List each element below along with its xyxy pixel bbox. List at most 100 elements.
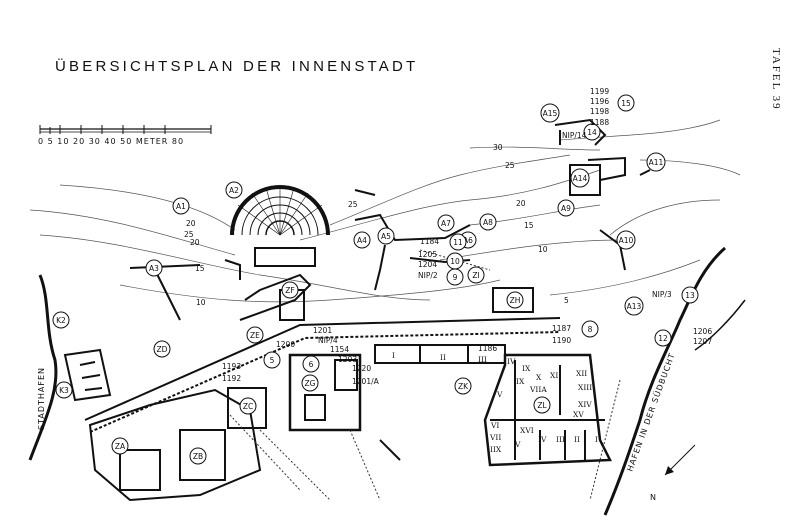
circle-label-a15: A15 (543, 109, 558, 118)
circle-marker-zk (454, 377, 472, 395)
circle-marker-a4 (353, 231, 371, 249)
svg-text:II: II (574, 435, 580, 444)
svg-text:1220: 1220 (352, 364, 371, 373)
circle-label-zh: ZH (510, 296, 521, 305)
svg-text:5: 5 (564, 296, 569, 305)
circle-label-a9: A9 (561, 204, 571, 213)
circle-label-13: 13 (685, 291, 695, 300)
circle-label-6: 6 (309, 360, 314, 369)
svg-text:IV: IV (507, 357, 516, 366)
circle-label-5: 5 (270, 356, 275, 365)
svg-text:25: 25 (184, 230, 194, 239)
circle-label-zg: ZG (305, 379, 316, 388)
svg-text:1199: 1199 (590, 87, 609, 96)
circle-marker-zi (467, 266, 485, 284)
circle-label-a11: A11 (649, 158, 664, 167)
room-numerals: I II III IV V VI VII IIX IX X XI XII XII… (392, 351, 598, 454)
svg-text:III: III (556, 435, 565, 444)
svg-text:NIP/14: NIP/14 (562, 131, 587, 140)
svg-text:V: V (514, 440, 521, 449)
svg-text:1188: 1188 (590, 118, 609, 127)
circle-label-zc: ZC (243, 402, 253, 411)
svg-text:1187: 1187 (552, 324, 571, 333)
svg-text:1186: 1186 (478, 344, 497, 353)
svg-text:X: X (536, 373, 542, 382)
circle-label-za: ZA (115, 442, 126, 451)
circle-marker-8 (581, 320, 599, 338)
svg-text:II: II (440, 353, 446, 362)
svg-text:III: III (478, 355, 487, 364)
circle-label-k2: K2 (56, 316, 66, 325)
svg-text:IIX: IIX (490, 445, 502, 454)
label-hafen-suedbucht: HAFEN IN DER SÜDBUCHT (624, 351, 676, 473)
circle-label-k3: K3 (59, 386, 69, 395)
svg-text:20: 20 (516, 199, 526, 208)
circle-label-a10: A10 (619, 236, 634, 245)
circle-marker-k3 (55, 381, 73, 399)
svg-text:NIP/4: NIP/4 (318, 336, 338, 345)
circle-marker-a2 (225, 181, 243, 199)
circle-label-a7: A7 (441, 219, 451, 228)
map-title: ÜBERSICHTSPLAN DER INNENSTADT (55, 58, 419, 75)
svg-text:1201/A: 1201/A (352, 377, 380, 386)
circle-label-14: 14 (587, 128, 597, 137)
contour-lines (29, 119, 741, 303)
svg-text:15: 15 (524, 221, 534, 230)
circle-label-zk: ZK (458, 382, 469, 391)
circle-marker-a8 (479, 213, 497, 231)
circle-marker-a3 (145, 259, 163, 277)
circle-marker-11 (449, 233, 467, 251)
circle-label-a2: A2 (229, 186, 239, 195)
circle-marker-a5 (377, 227, 395, 245)
circle-label-a4: A4 (357, 236, 367, 245)
svg-text:I: I (595, 435, 598, 444)
building-blocks (63, 118, 651, 502)
scale-bar: 0 5 10 20 30 40 50 METER 80 (38, 123, 213, 149)
svg-text:IX: IX (516, 377, 525, 386)
circle-marker-12 (654, 329, 672, 347)
circle-marker-zh (506, 291, 524, 309)
svg-text:XVI: XVI (520, 426, 534, 435)
svg-text:1192: 1192 (222, 374, 241, 383)
svg-text:IV: IV (538, 435, 547, 444)
circle-label-a1: A1 (176, 202, 186, 211)
circle-label-a6: A6 (463, 236, 473, 245)
circle-marker-14 (583, 123, 601, 141)
circle-label-a13: A13 (627, 302, 642, 311)
north-label: N (650, 493, 656, 502)
circle-marker-a11 (646, 152, 666, 172)
svg-text:XIV: XIV (578, 400, 592, 409)
svg-text:10: 10 (538, 245, 548, 254)
circle-label-zd: ZD (157, 345, 168, 354)
circle-marker-za (111, 437, 129, 455)
svg-text:1205: 1205 (418, 250, 437, 259)
theatre (230, 185, 330, 267)
circle-marker-zl (533, 396, 551, 414)
circle-marker-ze (246, 326, 264, 344)
svg-text:1201: 1201 (313, 326, 332, 335)
circle-label-9: 9 (453, 273, 458, 282)
svg-text:VIIA: VIIA (529, 385, 547, 394)
circle-label-zb: ZB (193, 452, 203, 461)
circle-label-8: 8 (588, 325, 593, 334)
svg-text:30: 30 (493, 143, 503, 152)
circle-label-11: 11 (453, 238, 463, 247)
circle-marker-zc (239, 397, 257, 415)
circle-label-a3: A3 (149, 264, 159, 273)
circle-marker-a10 (616, 230, 636, 250)
svg-text:XV: XV (573, 410, 584, 419)
north-arrow: N (650, 444, 696, 502)
svg-text:25: 25 (505, 161, 515, 170)
circle-marker-a15 (540, 103, 560, 123)
svg-text:NIP/3: NIP/3 (652, 290, 672, 299)
circle-label-a5: A5 (381, 232, 391, 241)
svg-text:25: 25 (348, 200, 358, 209)
svg-text:1196: 1196 (590, 97, 609, 106)
circle-marker-a9 (557, 199, 575, 217)
contour-labels: 30 25 25 20 20 15 15 10 10 5 25 20 (184, 143, 569, 307)
circle-marker-13 (681, 286, 699, 304)
svg-text:1154: 1154 (330, 345, 349, 354)
svg-text:VII: VII (489, 433, 501, 442)
svg-text:1200: 1200 (276, 340, 295, 349)
